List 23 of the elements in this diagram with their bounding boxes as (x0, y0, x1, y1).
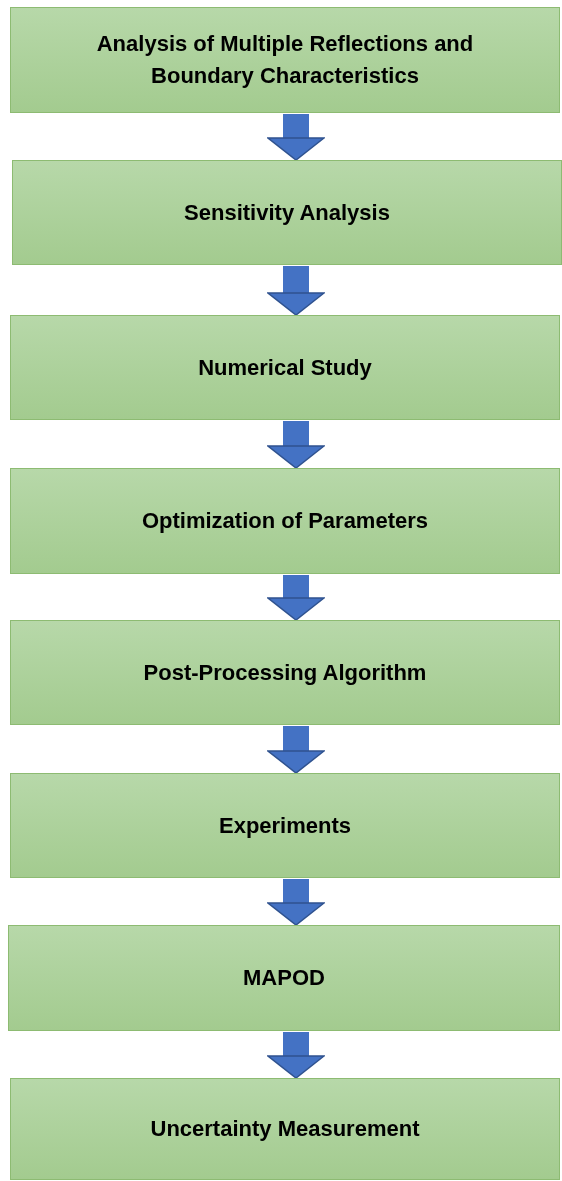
step-label: Sensitivity Analysis (183, 198, 391, 227)
block-arrow (267, 726, 325, 774)
process-box (10, 315, 560, 420)
process-box (10, 7, 560, 113)
block-arrow (267, 266, 325, 316)
process-box (12, 160, 562, 265)
block-arrow (267, 1032, 325, 1079)
block-arrow (267, 114, 325, 161)
step-label: Experiments (217, 811, 353, 840)
step-label: Post-Processing Algorithm (142, 658, 428, 687)
block-arrow (267, 575, 325, 621)
step-label: Optimization of Parameters (140, 507, 430, 535)
process-box (10, 773, 560, 878)
step-label: MAPOD (242, 964, 326, 992)
process-box (8, 925, 560, 1031)
process-box (10, 620, 560, 725)
block-arrow (267, 879, 325, 926)
block-arrow (267, 421, 325, 469)
process-box (10, 468, 560, 574)
step-label: Numerical Study (197, 353, 373, 382)
step-label: Analysis of Multiple Reflections and Boundary Characteristics (95, 30, 475, 90)
step-label: Uncertainty Measurement (149, 1115, 421, 1143)
process-box (10, 1078, 560, 1180)
